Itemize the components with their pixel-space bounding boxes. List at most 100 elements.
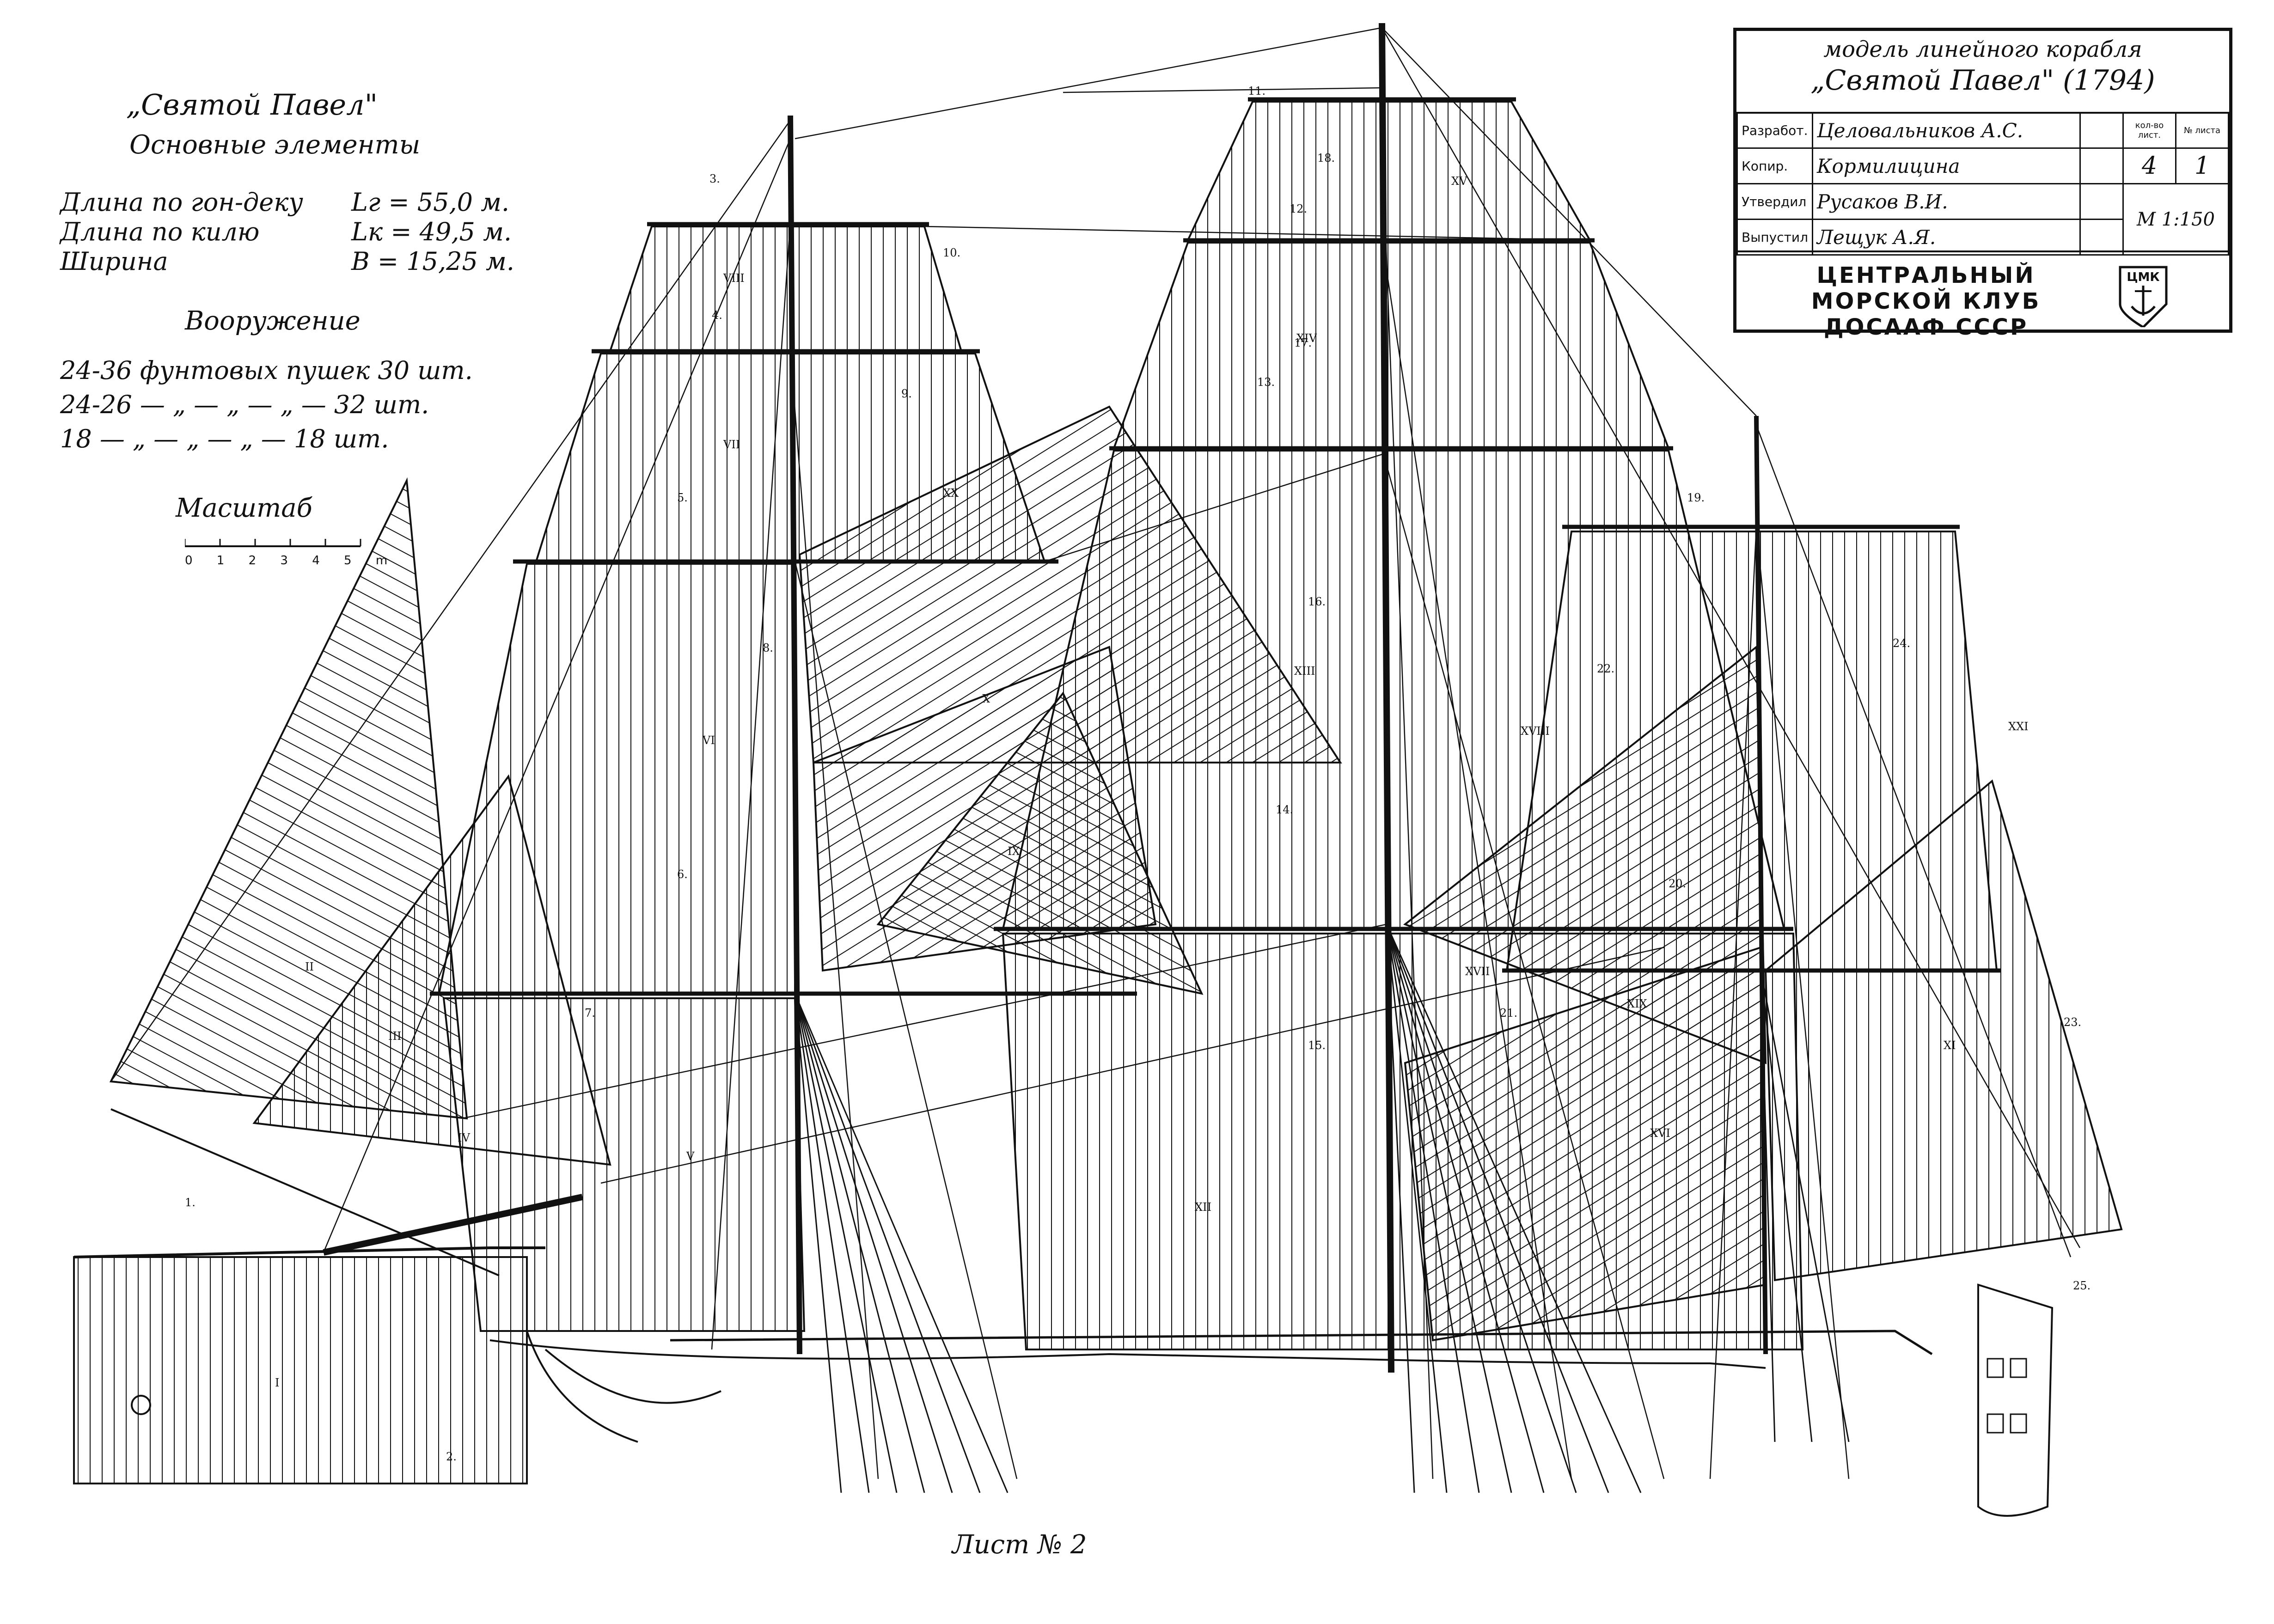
dimension-label: Ширина — [60, 247, 168, 276]
sail-label: VII — [723, 438, 740, 451]
rigging-label: 14. — [1276, 803, 1293, 816]
sail-label: II — [305, 960, 314, 973]
sheets-count-header: кол-во лист. — [2122, 112, 2176, 149]
rigging-label: 8. — [763, 641, 773, 654]
foresail-v — [442, 997, 806, 1332]
signature-cell — [2079, 112, 2124, 149]
hull — [73, 1246, 2054, 1517]
name-cell: Лещук А.Я. — [1812, 219, 2081, 256]
main-topmast-staysail-xx — [798, 405, 1342, 763]
name-cell: Кормилицина — [1812, 147, 2081, 184]
organization-block: ЦЕНТРАЛЬНЫЙ МОРСКОЙ КЛУБ ДОСААФ СССР ЦМК — [1736, 250, 2229, 340]
organization-line: ДОСААФ СССР — [1823, 314, 2029, 340]
rigging — [110, 27, 2081, 1479]
signature-cell — [2079, 147, 2124, 184]
rigging-label: 3. — [709, 172, 720, 185]
sail-label: VI — [702, 734, 715, 747]
sail-labels: I II III IV V VI VII VIII IX X XI XII XI… — [275, 175, 2029, 1389]
rigging-label: 11. — [1248, 85, 1265, 98]
sail-label: IX — [1008, 845, 1020, 858]
sail-label: XII — [1195, 1201, 1211, 1214]
dimension-row: Длина по гон-деку Lг = 55,0 м. — [60, 188, 550, 217]
main-elements-heading: Основные элементы — [129, 130, 421, 160]
sail-label: IV — [458, 1131, 470, 1144]
rigging-label: 13. — [1257, 376, 1275, 389]
rigging-label: 24. — [1893, 637, 1910, 650]
armament-line: 24-26 — „ — „ — „ — 32 шт. — [60, 390, 429, 419]
spritsail-i — [73, 1256, 528, 1484]
dimension-row: Ширина B = 15,25 м. — [60, 247, 550, 276]
sail-label: III — [388, 1030, 401, 1043]
sail-label: V — [686, 1150, 695, 1163]
rigging-label: 23. — [2064, 1016, 2081, 1029]
rigging-label: 4. — [712, 309, 722, 322]
sheet-number-value: 1 — [2175, 147, 2229, 184]
rigging-label: 18. — [1317, 152, 1335, 165]
rigging-label: 16. — [1308, 595, 1326, 608]
role-cell: Разработ. — [1736, 112, 1813, 149]
mizzen-staysail-xvii — [1403, 645, 1767, 1064]
rigging-label: 22. — [1597, 662, 1614, 675]
rigging-label: 9. — [901, 387, 912, 400]
sheets-count-value: 4 — [2122, 147, 2176, 184]
rigging-label: 7. — [585, 1007, 595, 1020]
rigging-label: 2. — [446, 1450, 457, 1463]
sail-label: XVII — [1465, 965, 1490, 978]
sail-label: XX — [943, 487, 959, 500]
main-royal-xv — [1186, 101, 1592, 241]
dimension-value: B = 15,25 м. — [351, 247, 514, 276]
role-cell: Утвердил — [1736, 183, 1813, 220]
main-topgallant-xiv — [1113, 242, 1670, 449]
armament-heading: Вооружение — [185, 306, 361, 336]
sail-label: I — [275, 1376, 279, 1389]
dimension-value: Lг = 55,0 м. — [351, 188, 510, 217]
sail-label: XIV — [1296, 332, 1317, 345]
approval-row: Копир. Кормилицина 4 1 — [1736, 147, 2229, 184]
scale-bar — [185, 539, 361, 547]
sail-label: VIII — [723, 272, 745, 285]
armament-line: 24-36 фунтовых пушек 30 шт. — [60, 356, 473, 385]
dimension-label: Длина по гон-деку — [60, 188, 303, 217]
rigging-label: 5. — [677, 491, 688, 504]
organization-name: ЦЕНТРАЛЬНЫЙ МОРСКОЙ КЛУБ ДОСААФ СССР — [1787, 263, 2065, 340]
signature-cell — [2079, 183, 2124, 220]
role-cell: Копир. — [1736, 147, 1813, 184]
sail-label: XIX — [1627, 997, 1647, 1010]
sail-label: XI — [1944, 1039, 1956, 1052]
sail-label: XV — [1451, 175, 1467, 188]
staysails — [798, 405, 2123, 1342]
rigging-label: 21. — [1500, 1007, 1517, 1020]
rigging-label: 10. — [943, 246, 960, 259]
organization-line: ЦЕНТРАЛЬНЫЙ — [1816, 263, 2036, 288]
staysail-ix — [876, 691, 1204, 995]
anchor-emblem-icon: ЦМК — [2119, 266, 2168, 327]
rigging-label: 6. — [677, 868, 688, 881]
shrouds — [794, 924, 1850, 1493]
ship-name: „Святой Павел" (1794) — [1810, 64, 2155, 97]
dimension-row: Длина по килю Lк = 49,5 м. — [60, 217, 550, 247]
approval-row: Выпустил Лещук А.Я. — [1736, 219, 2229, 256]
ship-specifications: „Святой Павел" Основные элементы Длина п… — [60, 88, 550, 568]
sail-label: X — [982, 692, 990, 705]
approval-row: Разработ. Целовальников А.С. кол-во лист… — [1736, 112, 2229, 149]
sheet-number-header: № листа — [2175, 112, 2229, 149]
ship-title: „Святой Павел" — [126, 88, 378, 122]
role-cell: Выпустил — [1736, 219, 1813, 256]
rigging-label: 25. — [2073, 1279, 2091, 1292]
model-line: модель линейного корабля — [1823, 37, 2142, 62]
sail-label: XVIII — [1521, 725, 1550, 738]
dimension-label: Длина по килю — [60, 217, 260, 246]
sail-label: XIII — [1294, 665, 1315, 678]
scale-value: М 1:150 — [2122, 183, 2229, 256]
scale-heading: Масштаб — [176, 493, 312, 523]
rigging-label: 12. — [1290, 202, 1307, 215]
name-cell: Русаков В.И. — [1812, 183, 2081, 220]
model-heading: модель линейного корабля „Святой Павел" … — [1736, 31, 2229, 114]
title-block: модель линейного корабля „Святой Павел" … — [1733, 28, 2232, 340]
rigging-label: 1. — [185, 1196, 196, 1209]
emblem-text: ЦМК — [2127, 270, 2159, 284]
dimension-value: Lк = 49,5 м. — [351, 217, 512, 246]
rigging-label: 17. — [1294, 336, 1312, 349]
rigging-label: 19. — [1687, 491, 1705, 504]
